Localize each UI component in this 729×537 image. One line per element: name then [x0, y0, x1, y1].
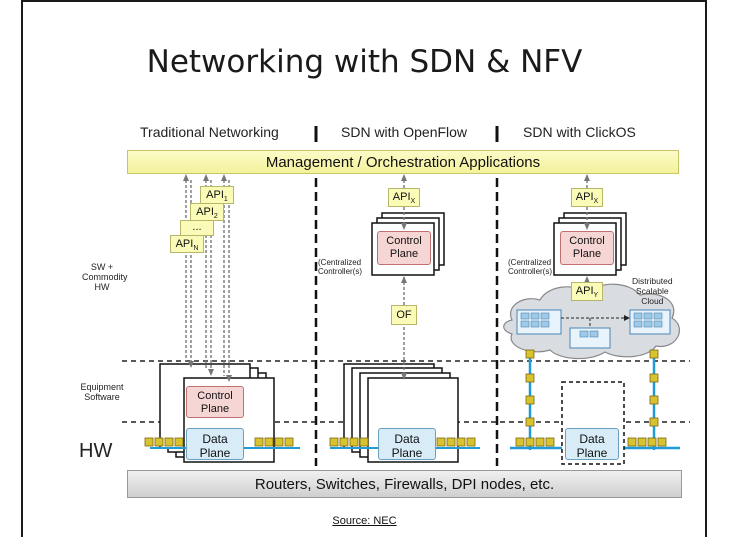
api-2-box: API2 — [190, 203, 224, 221]
api-x-box-clickos: APIX — [571, 188, 603, 207]
routers-switches-bar: Routers, Switches, Firewalls, DPI nodes,… — [127, 470, 682, 498]
management-orchestration-bar: Management / Orchestration Applications — [127, 150, 679, 174]
column-header-openflow: SDN with OpenFlow — [341, 124, 468, 140]
api-y-box-clickos: APIY — [571, 282, 603, 301]
api-dots-box: ... — [180, 220, 214, 236]
slide-title: Networking with SDN & NFV — [146, 44, 583, 80]
column-header-traditional: Traditional Networking — [140, 124, 279, 140]
of-protocol-box: OF — [391, 305, 417, 325]
slide-frame — [21, 0, 707, 537]
hw-label: HW — [79, 440, 113, 462]
api-x-box-openflow: APIX — [388, 188, 420, 207]
source-caption: Source: NEC — [332, 515, 397, 527]
cloud-shape — [503, 283, 681, 360]
column-header-clickos: SDN with ClickOS — [523, 124, 636, 140]
api-1-box: API1 — [200, 186, 234, 204]
api-n-box: APIN — [170, 235, 204, 253]
